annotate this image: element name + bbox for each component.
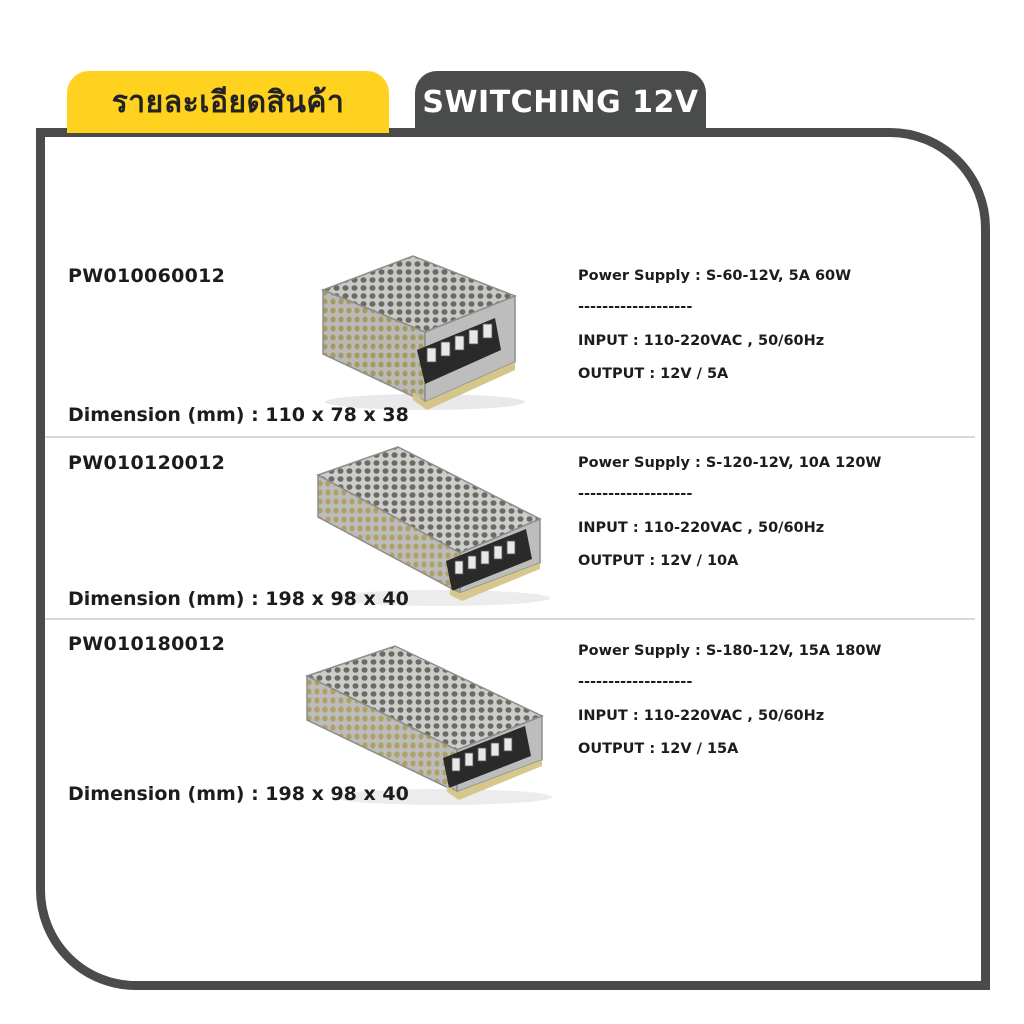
product-separator: -------------------: [578, 486, 693, 502]
tab-product-details-label: รายละเอียดสินค้า: [111, 84, 345, 120]
product-input: INPUT : 110-220VAC , 50/60Hz: [578, 520, 825, 536]
product-sku: PW010060012: [68, 265, 226, 287]
product-power-supply: Power Supply : S-180-12V, 15A 180W: [578, 643, 882, 659]
product-dimension: Dimension (mm) : 198 x 98 x 40: [68, 783, 409, 805]
power-supply-large-icon: [305, 645, 552, 805]
tab-switching-category-label: SWITCHING 12V: [422, 84, 699, 120]
section-divider: [45, 618, 975, 620]
product-dimension: Dimension (mm) : 198 x 98 x 40: [68, 588, 409, 610]
product-separator: -------------------: [578, 299, 693, 315]
product-input: INPUT : 110-220VAC , 50/60Hz: [578, 708, 825, 724]
product-power-supply: Power Supply : S-60-12V, 5A 60W: [578, 268, 852, 284]
product-separator: -------------------: [578, 674, 693, 690]
product-sku: PW010180012: [68, 633, 226, 655]
product-sku: PW010120012: [68, 452, 226, 474]
product-power-supply: Power Supply : S-120-12V, 10A 120W: [578, 455, 882, 471]
power-supply-large-icon: [316, 446, 550, 606]
tab-product-details: รายละเอียดสินค้า: [67, 71, 389, 133]
product-input: INPUT : 110-220VAC , 50/60Hz: [578, 333, 825, 349]
section-divider: [45, 436, 975, 438]
tab-switching-category: SWITCHING 12V: [415, 71, 706, 133]
power-supply-small-icon: [320, 255, 525, 410]
product-output: OUTPUT : 12V / 10A: [578, 553, 739, 569]
product-dimension: Dimension (mm) : 110 x 78 x 38: [68, 404, 409, 426]
product-output: OUTPUT : 12V / 5A: [578, 366, 729, 382]
product-output: OUTPUT : 12V / 15A: [578, 741, 739, 757]
